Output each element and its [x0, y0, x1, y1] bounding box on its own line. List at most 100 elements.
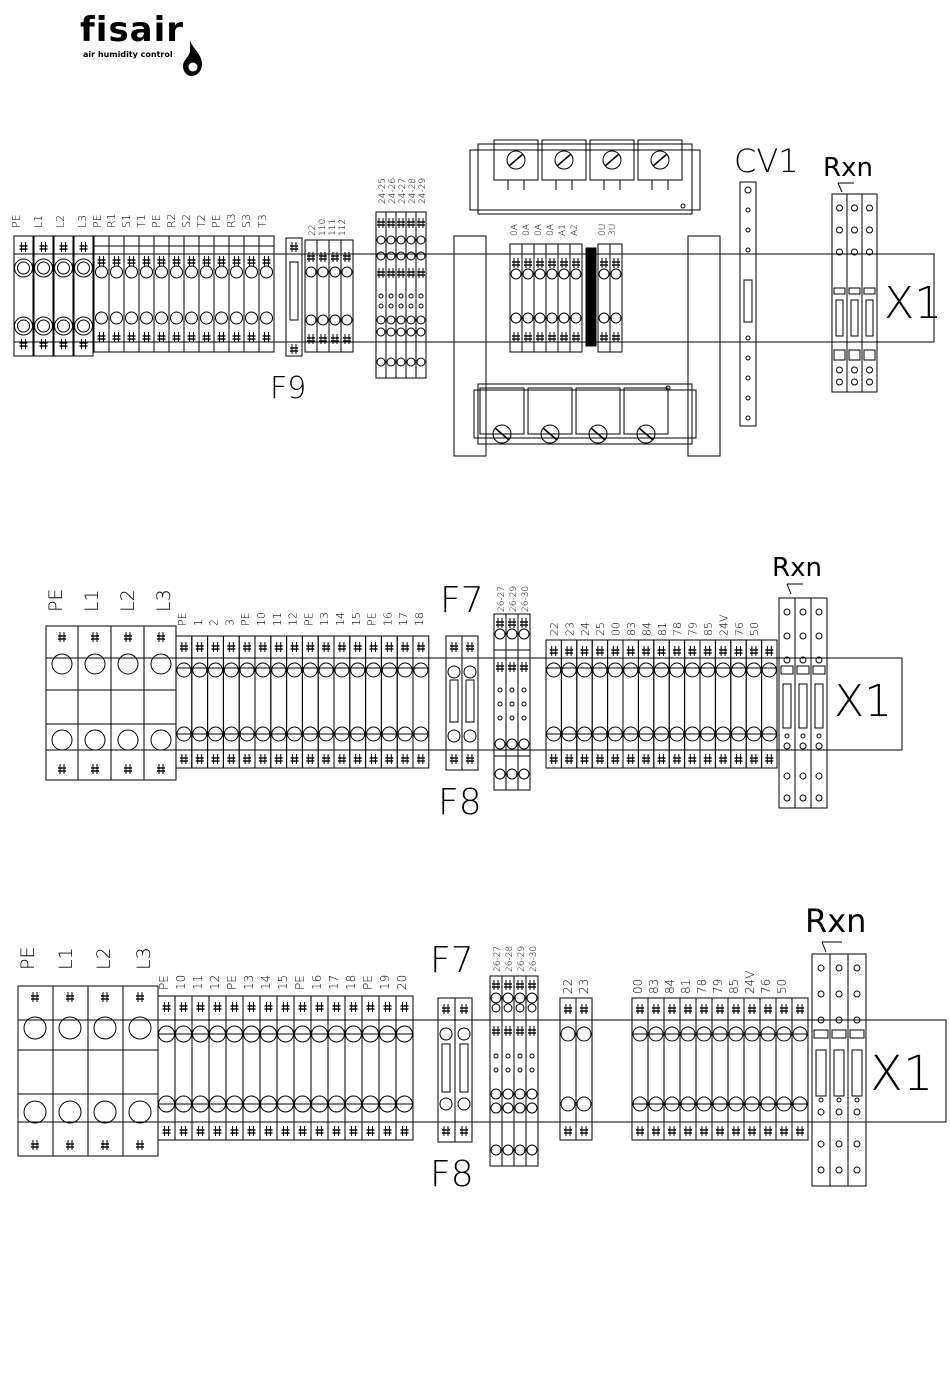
section2-right-terminals: [545, 639, 778, 769]
relay-label-2: 24-27: [398, 178, 408, 204]
s2-right-label-10: 85: [702, 622, 715, 636]
s3-right-label-5: 79: [711, 979, 725, 994]
s3-relay-label-2: 26-29: [517, 946, 527, 972]
x1-label: X1: [884, 278, 942, 329]
rxn-label: Rxn: [823, 153, 873, 183]
group2-label-3: 112: [338, 219, 348, 236]
main-label-14: S3: [240, 214, 253, 228]
main-label-15: T3: [256, 214, 269, 228]
s2-right-label-5: 83: [625, 622, 638, 636]
main-label-13: R3: [225, 213, 238, 228]
s3-rxn-label: Rxn: [805, 902, 866, 940]
main-label-9: R2: [165, 213, 178, 228]
s2-term-label-3: 3: [223, 619, 236, 626]
relay-label-1: 24-26: [388, 178, 398, 204]
contactor-label-b-0: 0U: [598, 224, 608, 236]
s3-x1-label: X1: [870, 1046, 933, 1102]
s2-relay-label-1: 26-29: [509, 586, 519, 612]
s3-term-label-4: PE: [225, 975, 239, 990]
s3-term-label-9: 16: [310, 975, 324, 990]
group2-label-2: 111: [328, 219, 338, 236]
s3-right-label-1: 83: [647, 979, 661, 994]
s2-main-label-3: L3: [153, 589, 175, 612]
s2-term-label-4: PE: [239, 612, 252, 626]
main-label-10: S2: [180, 214, 193, 228]
main-label-8: PE: [150, 214, 163, 228]
s3-term-label-3: 12: [208, 975, 222, 990]
s2-term-label-5: 10: [255, 612, 268, 626]
contactor-label-4: A1: [558, 224, 568, 236]
main-label-2: L2: [54, 215, 67, 228]
main-label-11: T2: [195, 214, 208, 228]
s2-right-label-13: 50: [748, 622, 761, 636]
s2-right-label-6: 84: [640, 622, 653, 636]
logo-brand: fisair: [80, 10, 185, 50]
s3-mid-label-1: 23: [577, 979, 591, 994]
s2-term-label-7: 12: [287, 612, 300, 626]
section1-din-rail: [13, 253, 935, 343]
s3-right-label-6: 85: [727, 979, 741, 994]
section1-cv1: CV1: [734, 142, 799, 427]
section3-right-terminals: [631, 997, 809, 1141]
s3-term-label-1: 10: [174, 975, 188, 990]
s2-term-label-8: PE: [302, 612, 315, 626]
s3-term-label-14: 20: [395, 975, 409, 990]
s3-right-label-9: 50: [775, 979, 789, 994]
s3-term-label-0: PE: [157, 975, 171, 990]
s2-right-label-4: 00: [610, 622, 623, 636]
s2-term-label-0: PE: [176, 612, 189, 626]
section2-din-rail: [45, 657, 903, 751]
s3-main-label-2: L2: [93, 947, 115, 970]
s2-term-label-2: 2: [208, 619, 221, 626]
section1-power-terminals: [13, 235, 94, 357]
s3-mid-label-0: 22: [561, 979, 575, 994]
main-label-5: R1: [105, 213, 118, 228]
s2-right-label-1: 23: [563, 622, 576, 636]
relay-label-4: 24-29: [418, 178, 428, 204]
cv1-label: CV1: [734, 142, 799, 180]
s2-term-label-1: 1: [192, 619, 205, 626]
s3-main-label-3: L3: [133, 947, 155, 970]
water-drop-icon: [183, 40, 202, 76]
s2-term-label-14: 17: [397, 612, 410, 626]
section3-terminals: [157, 995, 414, 1141]
main-label-0: PE: [10, 214, 23, 228]
main-label-3: L3: [76, 215, 89, 228]
s3-relay-label-0: 26-27: [493, 946, 503, 972]
s2-relay-label-2: 26-30: [521, 586, 531, 612]
s2-right-label-9: 79: [687, 622, 700, 636]
s2-right-label-3: 25: [594, 622, 607, 636]
s2-right-label-11: 24V: [717, 614, 730, 636]
s3-fuse-top-label: F7: [430, 940, 474, 981]
s3-right-label-3: 81: [679, 979, 693, 994]
s3-term-label-7: 15: [276, 975, 290, 990]
s3-fuse-bottom-label: F8: [430, 1154, 474, 1195]
s2-right-label-12: 76: [733, 622, 746, 636]
s2-main-label-1: L1: [81, 589, 103, 612]
s3-right-label-4: 78: [695, 979, 709, 994]
s3-term-label-6: 14: [259, 975, 273, 990]
s3-term-label-5: 13: [242, 975, 256, 990]
section3-power-block: [17, 985, 159, 1157]
main-label-6: S1: [120, 214, 133, 228]
s3-main-label-1: L1: [55, 947, 77, 970]
s3-right-label-7: 24V: [743, 971, 757, 994]
s2-fuse-bottom-label: F8: [438, 782, 482, 823]
s2-term-label-11: 15: [350, 612, 363, 626]
s2-relay-label-0: 26-27: [497, 586, 507, 612]
